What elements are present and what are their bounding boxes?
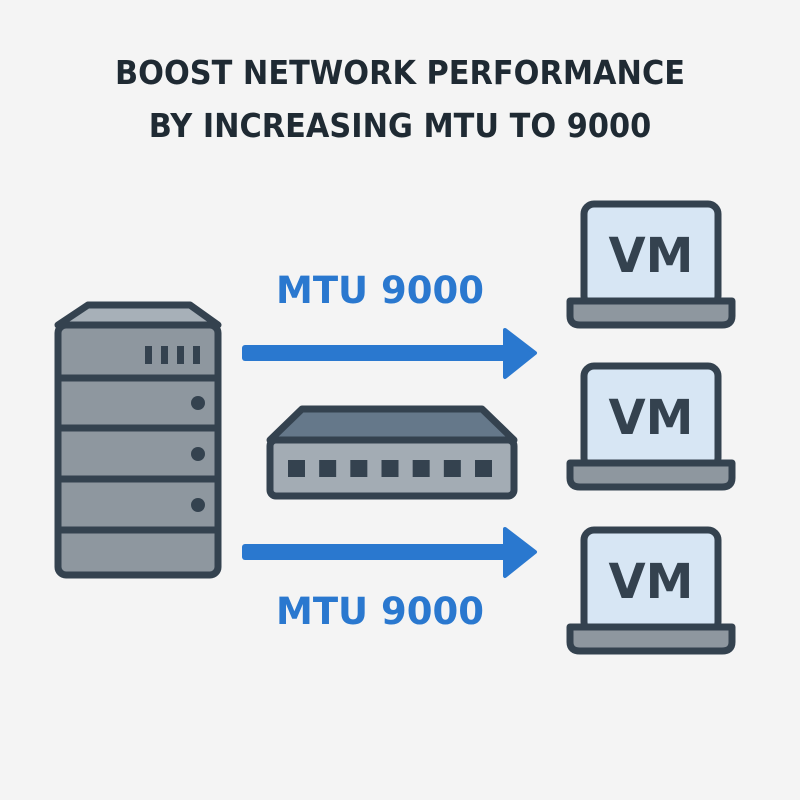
- switch-port: [288, 460, 305, 477]
- switch-port: [443, 460, 461, 477]
- server-indicator-lights: [145, 346, 200, 364]
- switch-port: [319, 460, 337, 477]
- vm-label: VM: [609, 390, 694, 446]
- switch-ports: [288, 460, 492, 477]
- vm-laptop-3: VM: [566, 526, 736, 655]
- arrow-top: [242, 328, 537, 379]
- switch-port: [475, 460, 492, 477]
- arrow-bottom: [242, 527, 537, 578]
- network-switch-icon: [266, 405, 518, 500]
- switch-port: [381, 460, 399, 477]
- vm-label: VM: [609, 228, 694, 284]
- mtu-label-bottom: MTU 9000: [276, 590, 484, 633]
- vm-laptop-2: VM: [566, 362, 736, 491]
- drive-led: [191, 498, 205, 512]
- vm-laptop-1: VM: [566, 200, 736, 329]
- server-tower-icon: [54, 301, 222, 579]
- mtu-label-top: MTU 9000: [276, 269, 484, 312]
- drive-led: [191, 447, 205, 461]
- drive-led: [191, 396, 205, 410]
- title-line-1: BOOST NETWORK PERFORMANCE: [115, 53, 685, 92]
- switch-port: [412, 460, 430, 477]
- switch-port: [350, 460, 368, 477]
- title-line-2: BY INCREASING MTU TO 9000: [148, 106, 652, 145]
- vm-label: VM: [609, 554, 694, 610]
